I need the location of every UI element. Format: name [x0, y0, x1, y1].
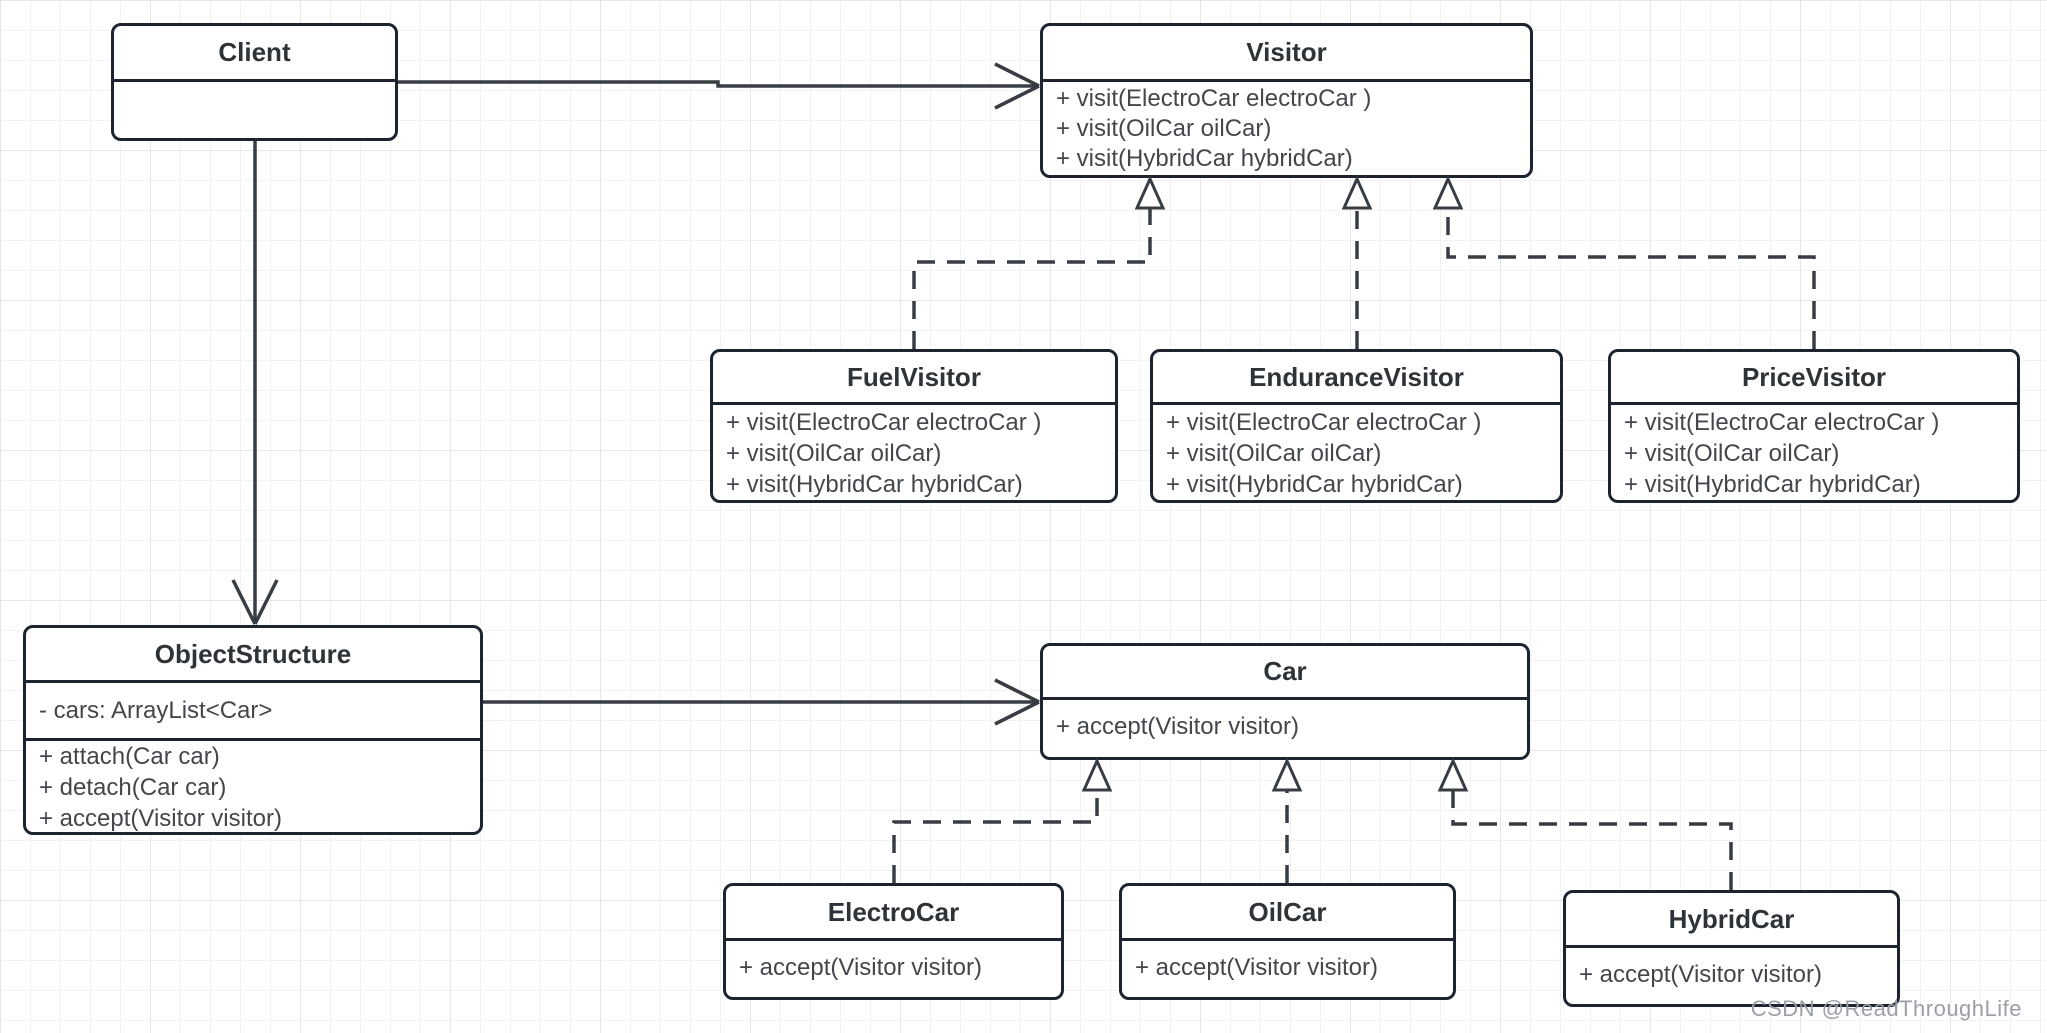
class-member: + visit(HybridCar hybridCar)	[1624, 471, 1921, 498]
triangle-endurancevisitor-visitor	[1341, 175, 1373, 210]
class-hybridcar-methods: + accept(Visitor visitor)	[1566, 948, 1897, 1001]
class-car: Car + accept(Visitor visitor)	[1040, 643, 1530, 760]
class-member: + visit(HybridCar hybridCar)	[1056, 145, 1353, 172]
class-car-methods: + accept(Visitor visitor)	[1043, 700, 1527, 754]
realization-fuelvisitor-visitor	[912, 208, 1152, 349]
class-hybridcar-title: HybridCar	[1566, 893, 1897, 948]
class-fuelvisitor-title: FuelVisitor	[713, 352, 1115, 405]
class-endurancevisitor-methods: + visit(ElectroCar electroCar ) + visit(O…	[1153, 405, 1560, 500]
class-member: + accept(Visitor visitor)	[1135, 954, 1378, 981]
class-hybridcar: HybridCar + accept(Visitor visitor)	[1563, 890, 1900, 1007]
arrowhead-client-objectstructure	[231, 579, 279, 625]
class-visitor: Visitor + visit(ElectroCar electroCar )+…	[1040, 23, 1533, 178]
class-electrocar: ElectroCar + accept(Visitor visitor)	[723, 883, 1064, 1000]
arrowhead-objectstructure-car	[994, 678, 1040, 726]
class-pricevisitor-title: PriceVisitor	[1611, 352, 2017, 405]
realization-pricevisitor-visitor	[1446, 208, 1816, 349]
class-member: + accept(Visitor visitor)	[739, 954, 982, 981]
triangle-hybridcar-car	[1437, 757, 1469, 792]
class-member: + visit(OilCar oilCar)	[1166, 440, 1382, 467]
class-client-title: Client	[114, 26, 395, 82]
class-member: + visit(ElectroCar electroCar )	[1056, 85, 1372, 112]
class-member: + visit(HybridCar hybridCar)	[726, 471, 1023, 498]
class-member: + visit(ElectroCar electroCar )	[1166, 409, 1482, 436]
class-member: + visit(ElectroCar electroCar )	[726, 409, 1042, 436]
realization-electrocar-car	[892, 790, 1099, 883]
triangle-fuelvisitor-visitor	[1134, 175, 1166, 210]
class-oilcar-title: OilCar	[1122, 886, 1453, 941]
class-member: + visit(OilCar oilCar)	[1056, 115, 1272, 142]
class-member: + accept(Visitor visitor)	[1056, 713, 1299, 740]
class-member: + visit(HybridCar hybridCar)	[1166, 471, 1463, 498]
class-member: + visit(OilCar oilCar)	[726, 440, 942, 467]
class-visitor-title: Visitor	[1043, 26, 1530, 82]
class-objectstructure-attributes: - cars: ArrayList<Car>	[26, 683, 480, 741]
class-member: + attach(Car car)	[39, 743, 220, 770]
class-fuelvisitor: FuelVisitor + visit(ElectroCar electroCa…	[710, 349, 1118, 503]
association-client-visitor	[398, 80, 1037, 88]
triangle-electrocar-car	[1081, 757, 1113, 792]
class-objectstructure-title: ObjectStructure	[26, 628, 480, 683]
arrowhead-client-visitor	[994, 62, 1040, 110]
class-pricevisitor-methods: + visit(ElectroCar electroCar ) + visit(O…	[1611, 405, 2017, 500]
class-electrocar-methods: + accept(Visitor visitor)	[726, 941, 1061, 994]
class-member: + visit(OilCar oilCar)	[1624, 440, 1840, 467]
class-endurancevisitor-title: EnduranceVisitor	[1153, 352, 1560, 405]
class-car-title: Car	[1043, 646, 1527, 700]
class-member: - cars: ArrayList<Car>	[39, 697, 273, 724]
class-fuelvisitor-methods: + visit(ElectroCar electroCar ) + visit(O…	[713, 405, 1115, 500]
class-member: + accept(Visitor visitor)	[1579, 961, 1822, 988]
realization-hybridcar-car	[1451, 790, 1733, 890]
class-pricevisitor: PriceVisitor + visit(ElectroCar electroC…	[1608, 349, 2020, 503]
class-oilcar-methods: + accept(Visitor visitor)	[1122, 941, 1453, 994]
class-endurancevisitor: EnduranceVisitor + visit(ElectroCar elec…	[1150, 349, 1563, 503]
class-objectstructure-methods: + attach(Car car) + detach(Car car) + acce…	[26, 741, 480, 832]
class-electrocar-title: ElectroCar	[726, 886, 1061, 941]
class-objectstructure: ObjectStructure - cars: ArrayList<Car> +…	[23, 625, 483, 835]
triangle-oilcar-car	[1271, 757, 1303, 792]
class-client: Client	[111, 23, 398, 141]
class-member: + detach(Car car)	[39, 774, 227, 801]
triangle-pricevisitor-visitor	[1432, 175, 1464, 210]
class-client-body	[114, 82, 395, 84]
class-visitor-methods: + visit(ElectroCar electroCar ) + visit(O…	[1043, 82, 1530, 174]
watermark: CSDN @ReadThroughLife	[1750, 996, 2022, 1021]
class-member: + accept(Visitor visitor)	[39, 805, 282, 832]
class-member: + visit(ElectroCar electroCar )	[1624, 409, 1940, 436]
class-oilcar: OilCar + accept(Visitor visitor)	[1119, 883, 1456, 1000]
